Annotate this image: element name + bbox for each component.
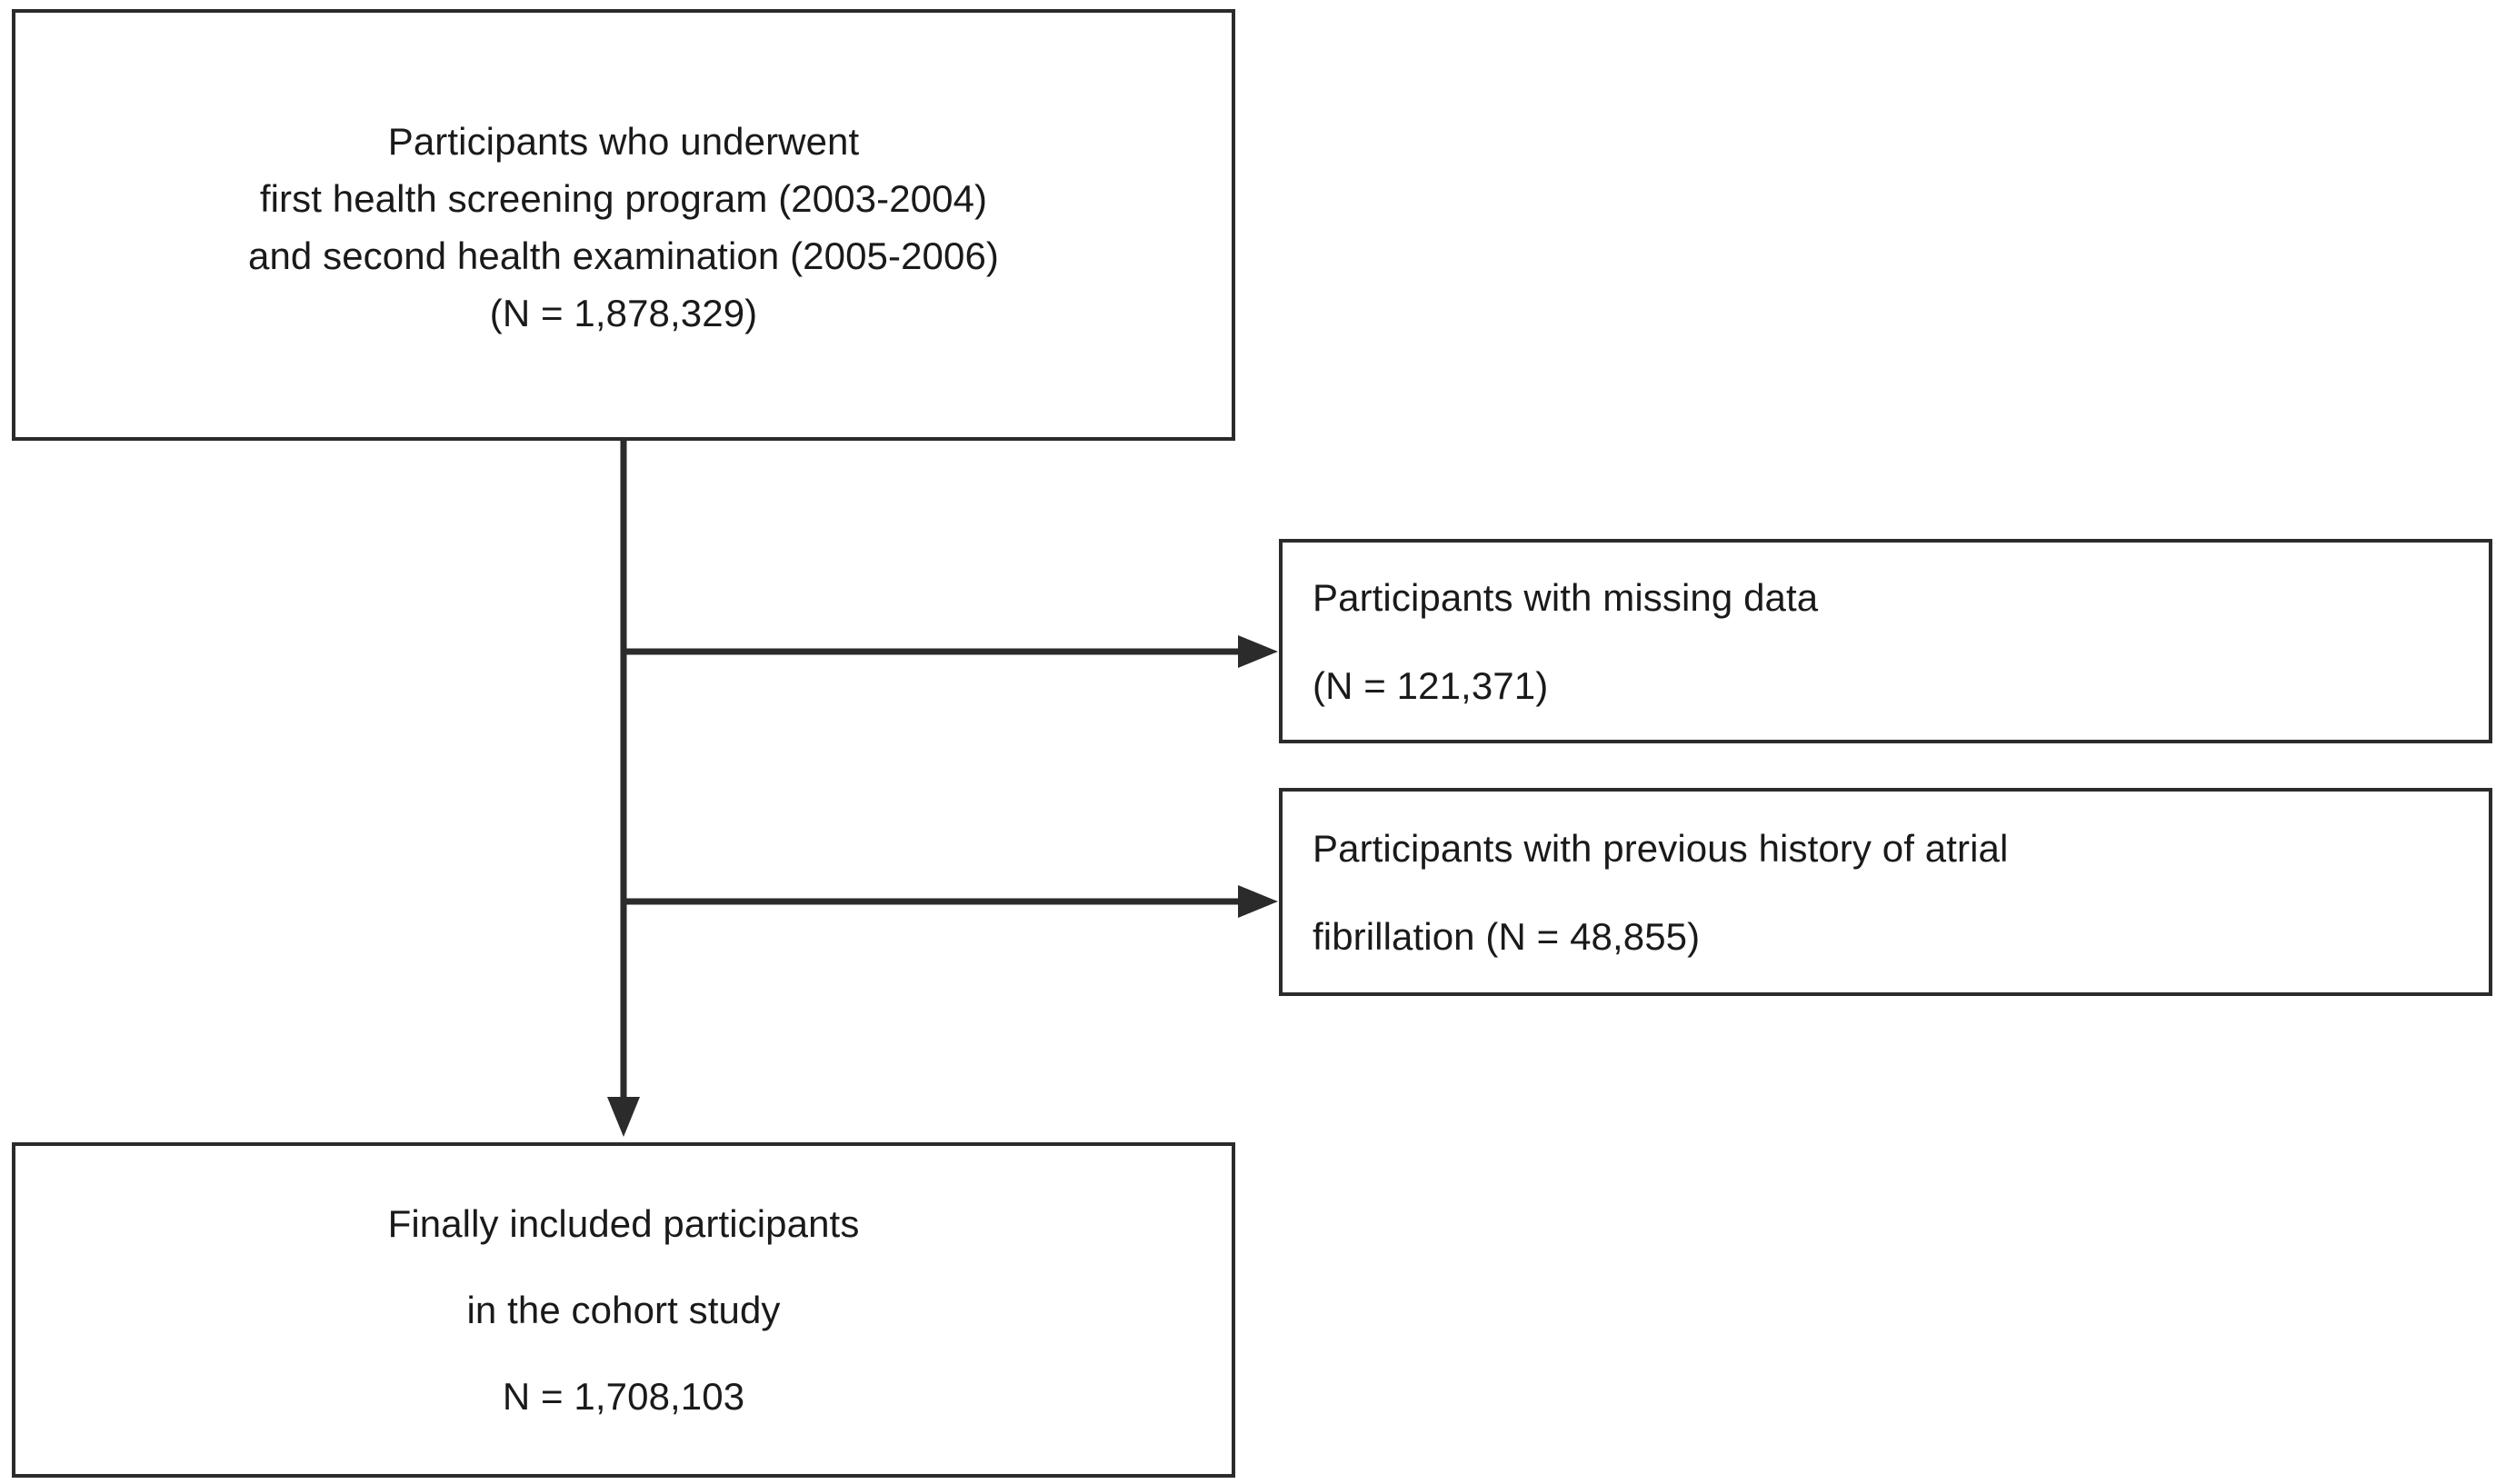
excluded-missing-data-label: Participants with missing data <box>1313 575 1819 619</box>
arrowhead-right-missing-icon <box>1238 635 1278 668</box>
final-cohort-box: Finally included participants in the coh… <box>12 1142 1235 1478</box>
arrowhead-down-icon <box>607 1097 640 1137</box>
excluded-missing-data-box: Participants with missing data (N = 121,… <box>1279 539 2492 743</box>
final-cohort-line-1: Finally included participants <box>387 1202 860 1245</box>
excluded-missing-data-count: (N = 121,371) <box>1313 663 1549 707</box>
excluded-prior-af-label: Participants with previous history of at… <box>1313 826 2009 870</box>
source-population-line-3: and second health examination (2005-2006… <box>247 234 999 277</box>
source-population-line-1: Participants who underwent <box>387 119 860 163</box>
final-cohort-count: N = 1,708,103 <box>502 1375 745 1418</box>
source-population-count: (N = 1,878,329) <box>489 291 758 334</box>
excluded-prior-af-box: Participants with previous history of at… <box>1279 788 2492 996</box>
excluded-prior-af-count: fibrillation (N = 48,855) <box>1313 914 1701 958</box>
source-population-box: Participants who underwent first health … <box>12 9 1235 441</box>
arrowhead-right-af-icon <box>1238 885 1278 918</box>
final-cohort-line-2: in the cohort study <box>466 1289 781 1331</box>
source-population-line-2: first health screening program (2003-200… <box>259 176 988 220</box>
